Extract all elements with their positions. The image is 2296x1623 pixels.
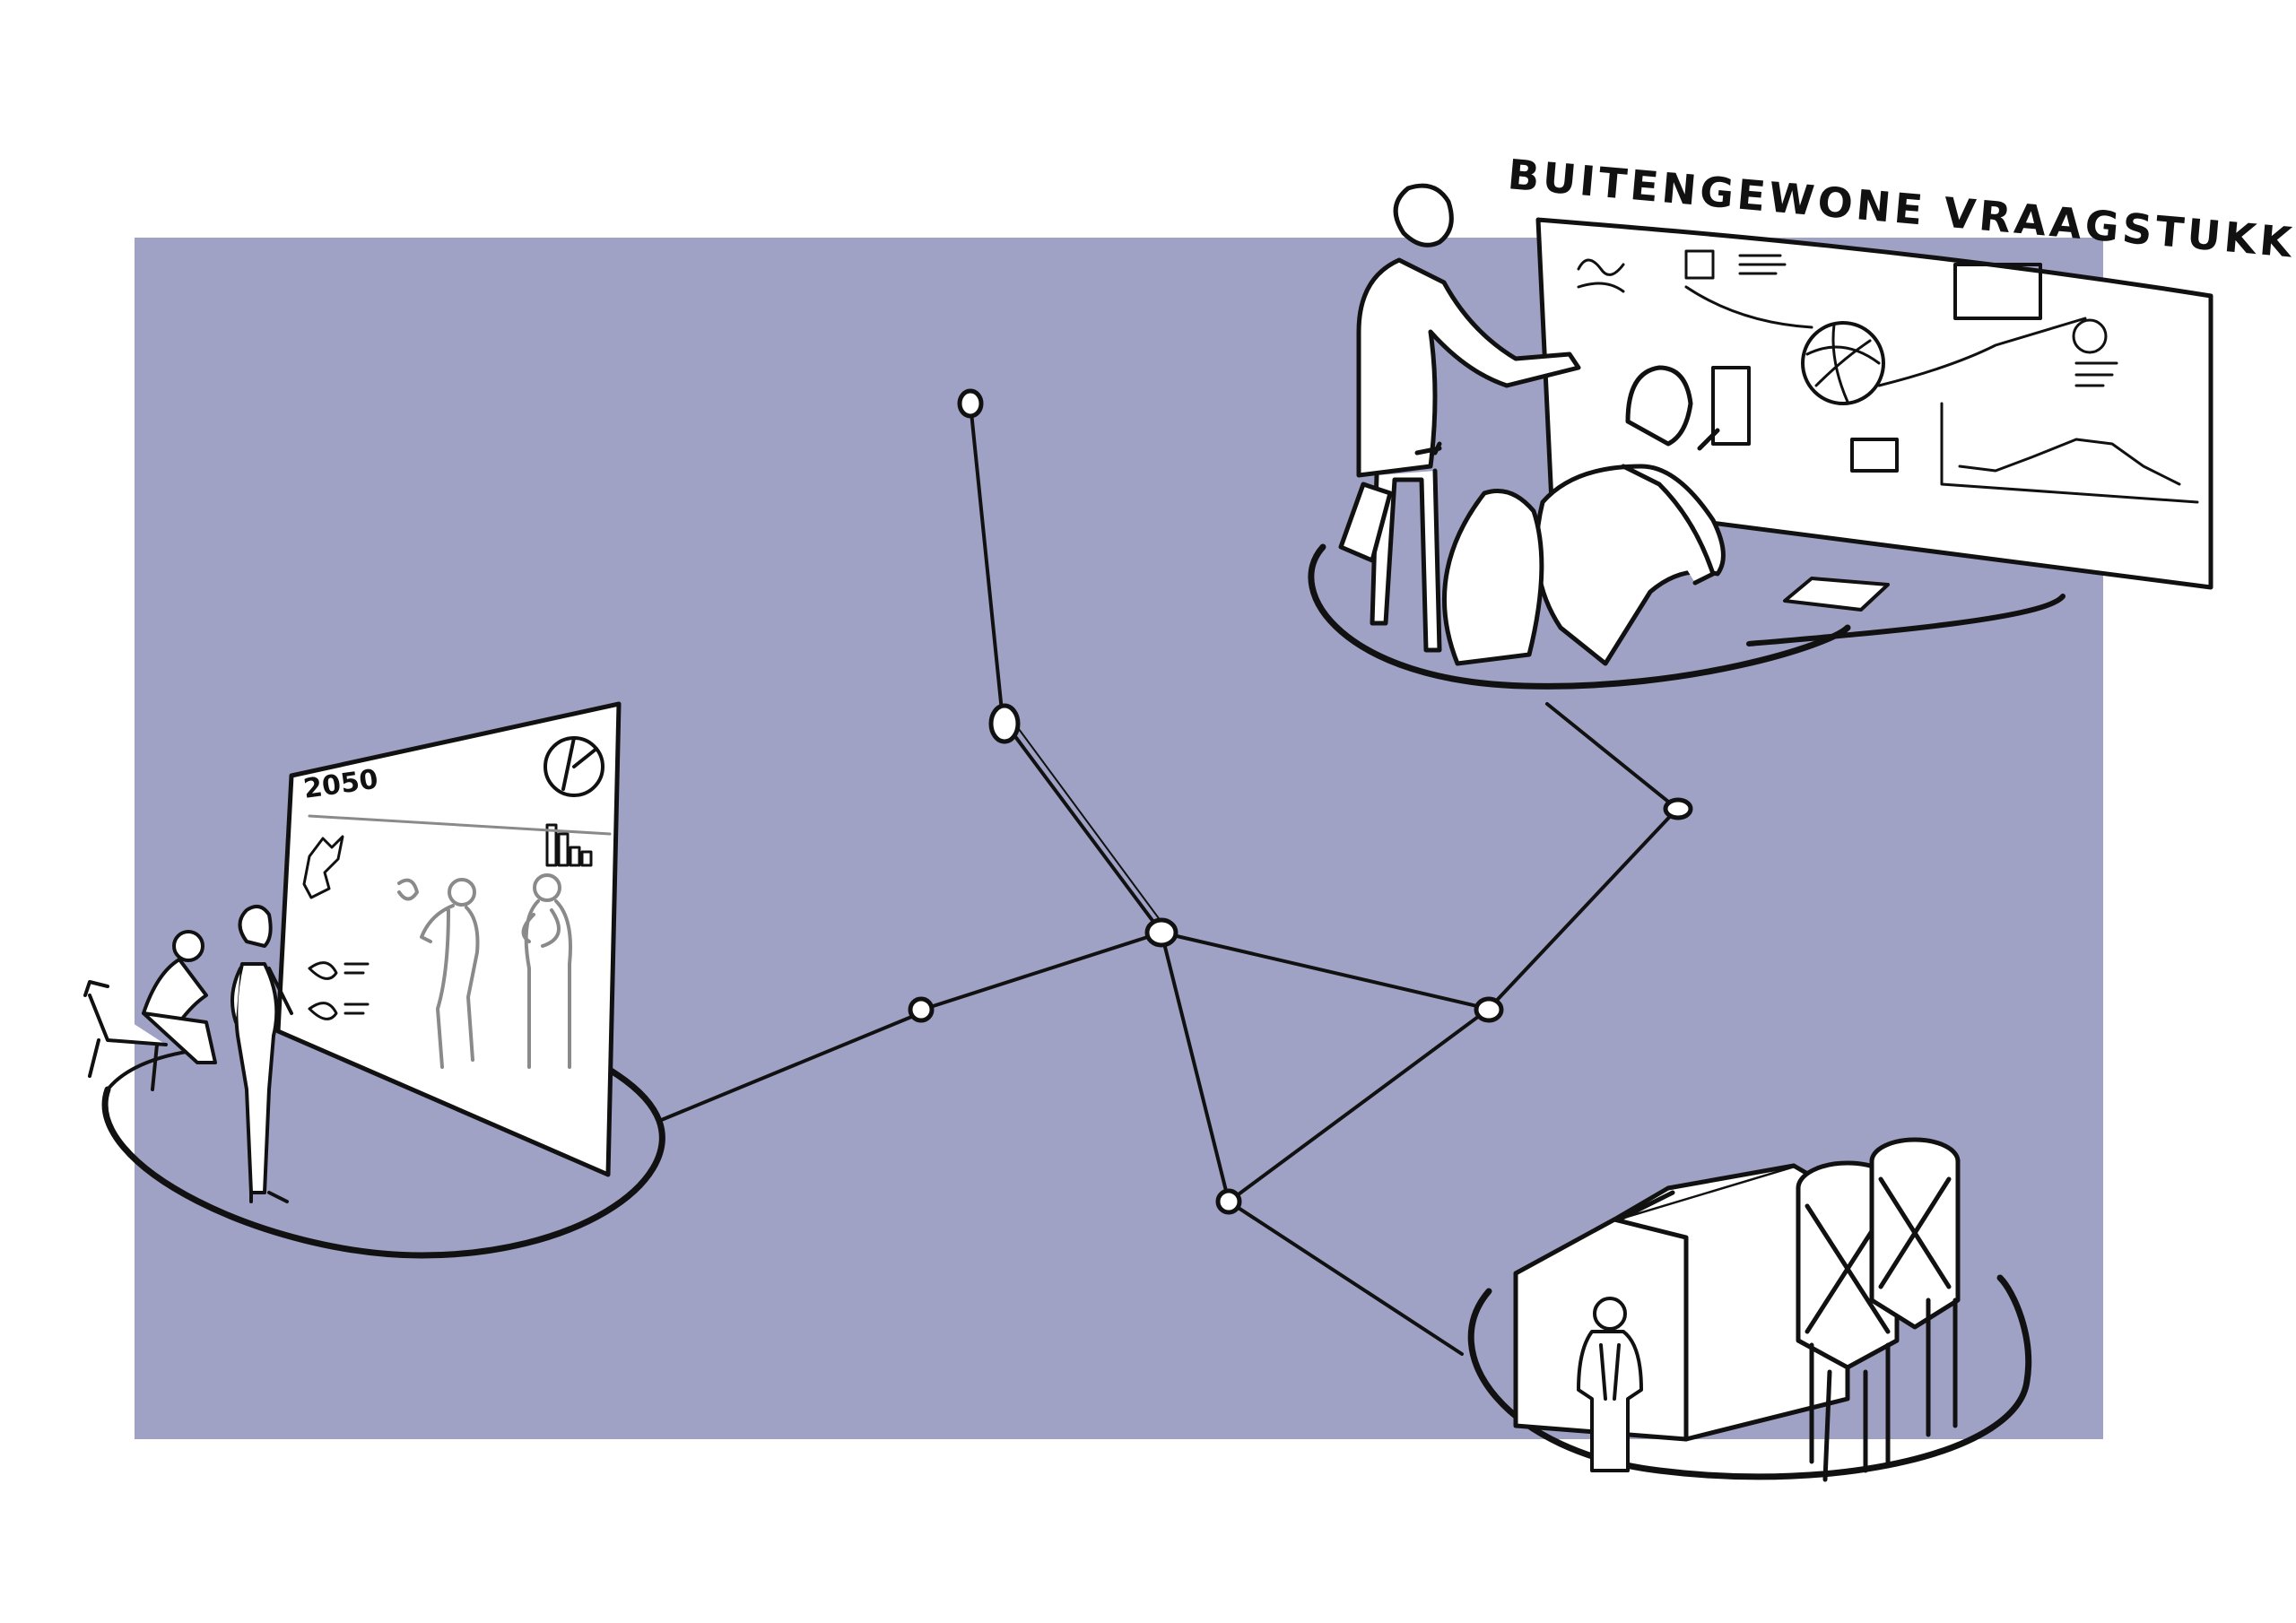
dashboard-pie-icon bbox=[2072, 318, 2108, 354]
network-connections bbox=[657, 402, 1679, 1356]
edge-left-hubleft bbox=[657, 1011, 922, 1123]
bar-chart-icon bbox=[545, 823, 593, 867]
edge-lower-hubbottom bbox=[1227, 1200, 1464, 1356]
network-node-upper-right bbox=[1663, 797, 1693, 820]
platform-bottom-right bbox=[1467, 1274, 2032, 1480]
network-node-lower bbox=[1215, 1188, 1242, 1215]
edge-center-lower bbox=[1160, 931, 1231, 1203]
network-node-upper bbox=[988, 703, 1021, 744]
edge-top-node-upper bbox=[969, 402, 1004, 722]
edge-lower-right bbox=[1227, 1007, 1491, 1203]
seated-man-figure bbox=[83, 930, 217, 1091]
network-node-left bbox=[908, 996, 935, 1023]
barn-building bbox=[1513, 1163, 1850, 1442]
edge-upper-center bbox=[1004, 723, 1163, 934]
globe-icon bbox=[1801, 321, 1885, 405]
network-node-center bbox=[1144, 917, 1178, 948]
platform-top-right bbox=[1308, 543, 1851, 690]
edge-right-upperright bbox=[1487, 807, 1679, 1011]
edge-center-right bbox=[1160, 931, 1491, 1011]
dashboard-screen bbox=[1535, 217, 2213, 590]
line-graph bbox=[1940, 402, 2199, 504]
edge-center-left bbox=[920, 931, 1163, 1011]
hub-planning-wall: 2050 bbox=[83, 701, 665, 1259]
network-node-top bbox=[957, 388, 984, 419]
edge-upperright-hubtop bbox=[1545, 702, 1679, 811]
farmer-figure bbox=[1577, 1297, 1643, 1472]
desk-paper bbox=[1783, 577, 1890, 612]
edge-upper-center-b bbox=[1013, 721, 1167, 929]
platform-left bbox=[101, 1050, 665, 1259]
woman-figure bbox=[230, 905, 293, 1203]
map-sketch-icon bbox=[302, 835, 344, 899]
seated-analyst-figure bbox=[1442, 365, 1726, 666]
network-nodes bbox=[908, 388, 1693, 1215]
silo-2 bbox=[1869, 1137, 1961, 1437]
projected-figures bbox=[397, 873, 572, 1069]
hub-farm bbox=[1467, 1137, 2032, 1482]
network-node-right bbox=[1474, 996, 1504, 1023]
presenter-figure bbox=[1338, 183, 1581, 653]
